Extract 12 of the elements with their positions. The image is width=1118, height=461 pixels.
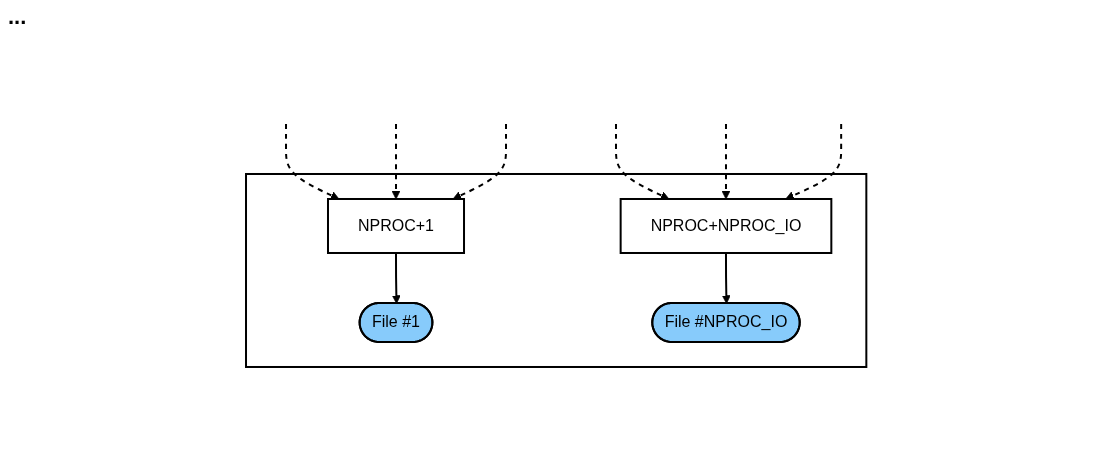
node-box: NPROC+NPROC_IO [620,198,833,254]
arrow [722,123,731,200]
node-box: NPROC+1 [327,198,466,254]
arrow [285,123,340,200]
arrow [392,252,402,304]
arrow [453,123,508,200]
arrow [785,123,843,200]
arrow [615,123,670,200]
ellipsis-text: ... [8,4,27,30]
cluster [245,173,868,368]
arrow [722,252,732,304]
arrow [392,123,401,200]
